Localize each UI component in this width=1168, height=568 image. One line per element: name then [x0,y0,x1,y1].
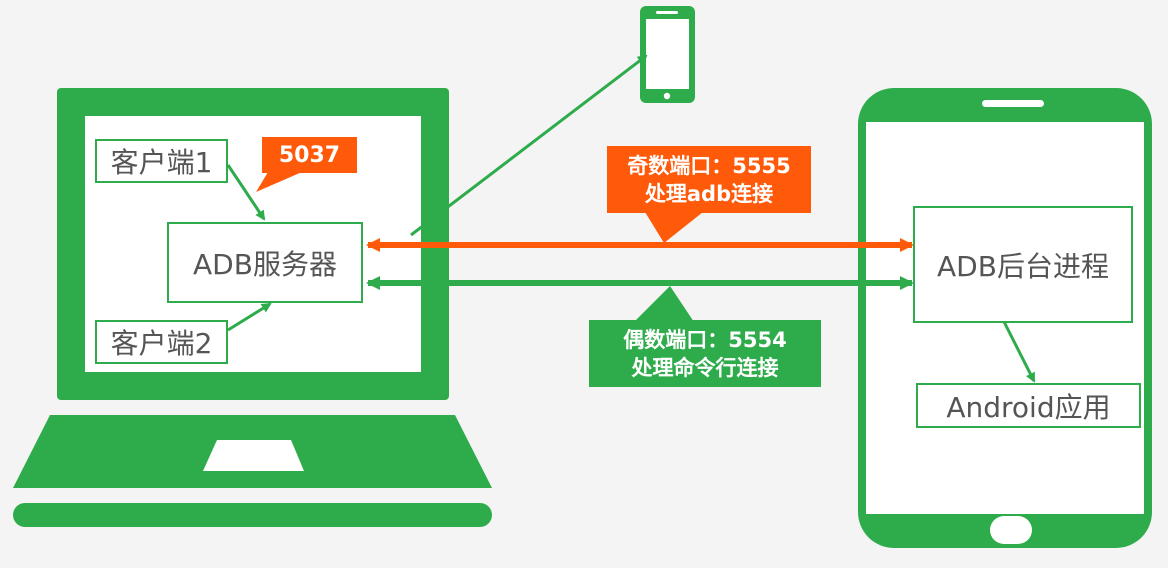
small-phone-icon [640,6,695,103]
odd-port-callout: 奇数端口：5555 处理adb连接 [607,146,811,213]
even-port-line1: 偶数端口：5554 [623,327,787,352]
android-app-box: Android应用 [916,383,1141,428]
even-port-callout: 偶数端口：5554 处理命令行连接 [589,320,821,387]
adb-server-box: ADB服务器 [167,222,363,303]
port-badge-5037: 5037 [262,137,357,173]
even-port-tail [634,286,694,322]
client1-box: 客户端1 [95,139,228,183]
odd-port-line1: 奇数端口：5555 [627,153,791,178]
odd-port-line2: 处理adb连接 [644,181,774,206]
client2-to-server-arrow [227,302,272,332]
client2-box: 客户端2 [95,320,228,364]
port-badge-tail [256,172,302,192]
server-to-small-phone-arrow [410,54,648,237]
laptop-icon [13,88,492,527]
odd-port-tail [645,212,703,243]
adb-daemon-box: ADB后台进程 [913,206,1133,323]
client1-to-server-arrow [226,164,266,221]
even-port-line2: 处理命令行连接 [631,355,779,380]
